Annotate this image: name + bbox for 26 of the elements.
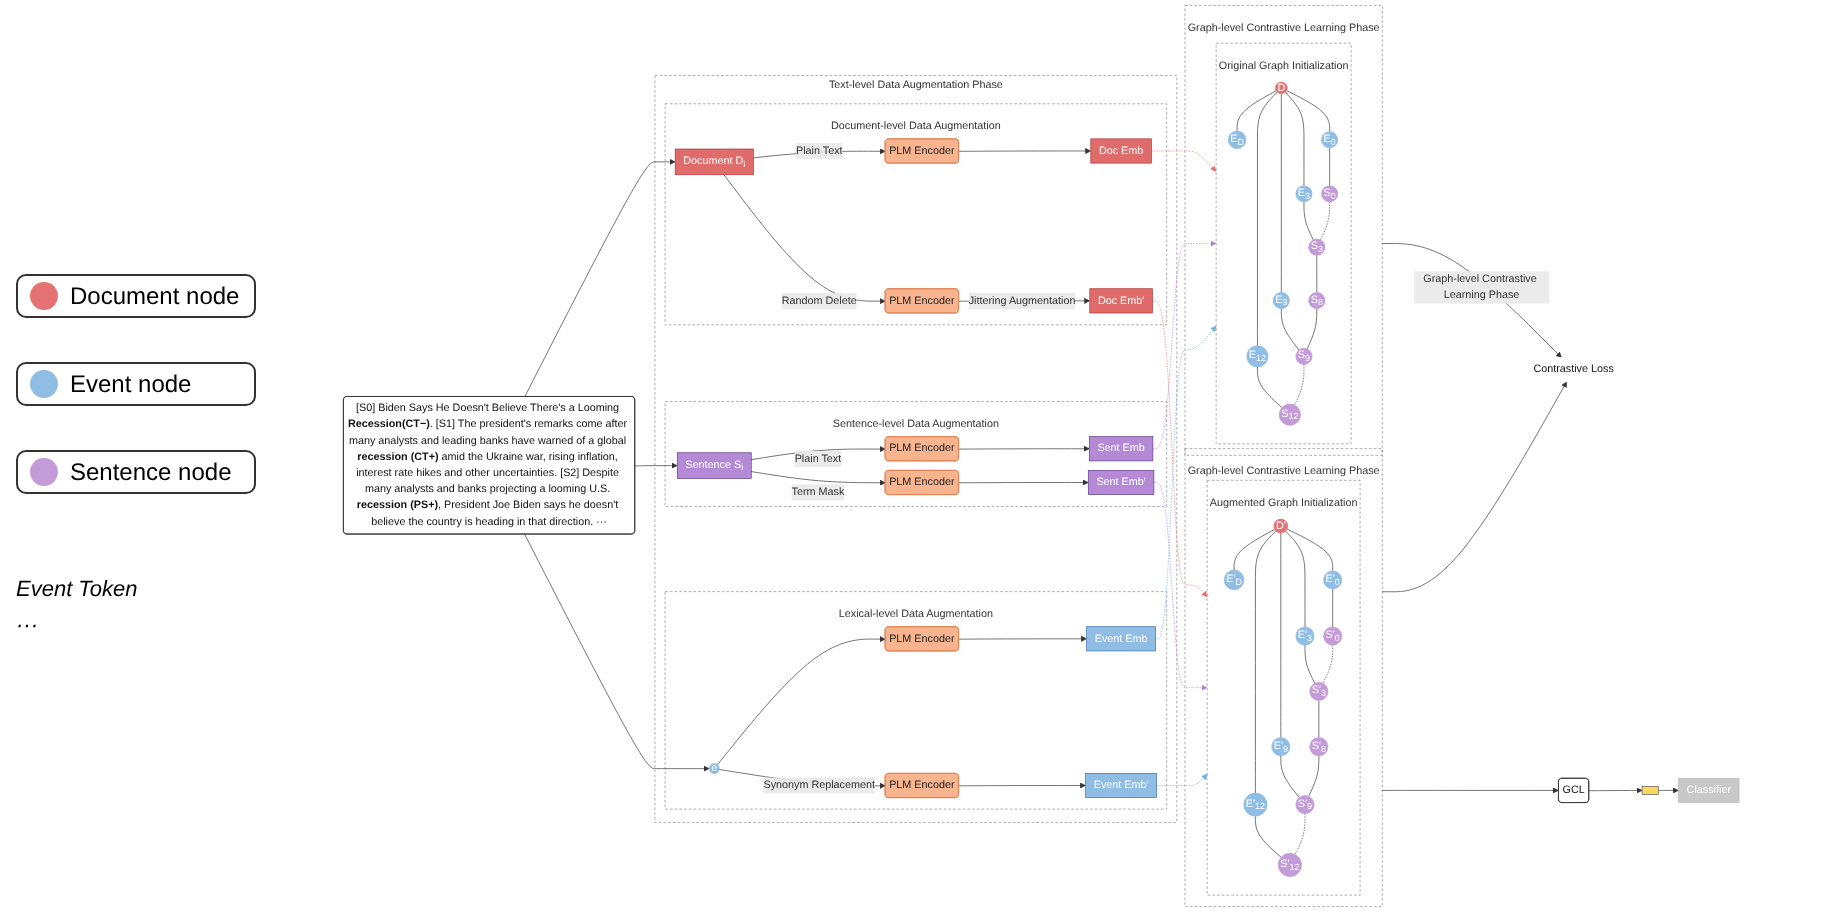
connector (1320, 201, 1331, 241)
connector (1255, 815, 1283, 858)
connector (1285, 91, 1306, 187)
connector (1307, 308, 1318, 350)
connector (1255, 530, 1277, 794)
legend-label: Document node (70, 282, 240, 310)
connector (1309, 755, 1320, 797)
connector (1294, 364, 1306, 406)
connector (1257, 366, 1284, 408)
connector (1234, 529, 1276, 571)
connector (1287, 528, 1334, 572)
legend-label: Sentence node (70, 458, 232, 486)
connector (1281, 755, 1301, 798)
connector (1305, 644, 1316, 684)
legend-label: Event node (70, 370, 192, 398)
connector (1281, 308, 1301, 351)
note-text: Event Token (16, 578, 140, 602)
connector (1237, 90, 1278, 132)
connector (1257, 91, 1279, 347)
connector (1330, 147, 1331, 187)
node-bar (1642, 786, 1660, 795)
connector (1287, 90, 1331, 132)
note-text: ··· (16, 614, 40, 638)
connector (1286, 530, 1307, 628)
connector (1295, 813, 1307, 855)
connector (1304, 201, 1315, 241)
